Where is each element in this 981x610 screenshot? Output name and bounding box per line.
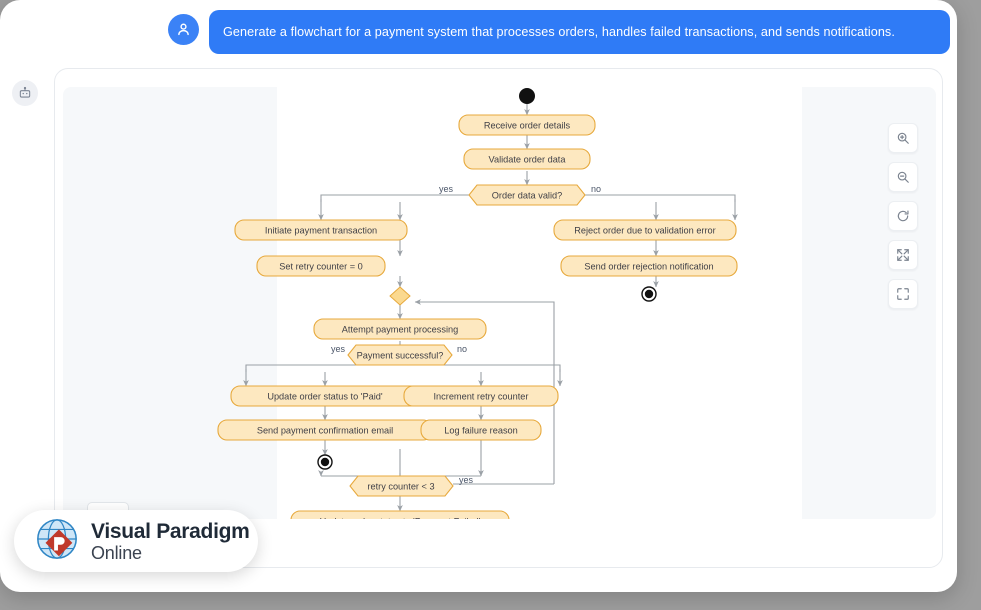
decision-order-data-valid: Order data valid? [468,184,586,206]
node-label: Log failure reason [444,426,518,436]
node-label: Send order rejection notification [584,262,713,272]
decision-nodes: Order data valid? Payment successful? re… [347,184,586,497]
edge-label-yes: yes [459,475,474,485]
node-reject-order-validation-error: Reject order due to validation error [553,219,737,241]
node-label: Order data valid? [492,191,562,201]
final-node-success [317,454,333,470]
node-receive-order-details: Receive order details [458,114,596,136]
edge-label-no: no [457,344,467,354]
decision-payment-successful: Payment successful? [347,344,453,366]
flow-edges [322,101,659,512]
prompt-text: Generate a flowchart for a payment syste… [223,24,895,39]
node-initiate-payment-transaction: Initiate payment transaction [234,219,408,241]
node-label: Update order status to 'Payment Failed' [320,517,481,520]
zoom-in-icon[interactable] [888,123,918,153]
reset-icon[interactable] [888,201,918,231]
edge-label-yes: yes [439,184,454,194]
branding-line-1: Visual Paradigm [91,519,250,543]
node-label: Validate order data [489,155,567,165]
node-validate-order-data: Validate order data [463,148,591,170]
node-label: Initiate payment transaction [265,226,377,236]
node-send-payment-confirmation-email: Send payment confirmation email [217,419,433,441]
edge-label-no: no [591,184,601,194]
diagram-panel: Receive order details Validate order dat… [54,68,943,568]
node-label: retry counter < 3 [367,482,434,492]
prompt-row: Generate a flowchart for a payment syste… [168,10,950,58]
node-label: Increment retry counter [434,392,529,402]
final-node-rejected [641,286,657,302]
action-nodes: Receive order details Validate order dat… [217,114,738,520]
node-label: Update order status to 'Paid' [267,392,383,402]
flowchart-svg: Receive order details Validate order dat… [217,88,738,520]
branding-logo: Visual Paradigm Online [14,510,258,572]
node-update-order-status-paid: Update order status to 'Paid' [230,385,420,407]
fullscreen-icon[interactable] [888,279,918,309]
edge-label-yes: yes [331,344,346,354]
node-label: Reject order due to validation error [574,226,715,236]
flow-edge-tips [243,199,738,488]
zoom-out-icon[interactable] [888,162,918,192]
diagram-canvas[interactable]: Receive order details Validate order dat… [63,87,936,519]
prompt-bubble: Generate a flowchart for a payment syste… [209,10,950,54]
node-log-failure-reason: Log failure reason [420,419,542,441]
node-increment-retry-counter: Increment retry counter [403,385,559,407]
node-label: Attempt payment processing [342,325,458,335]
node-update-order-status-payment-failed: Update order status to 'Payment Failed' [290,510,510,520]
robot-icon [12,80,38,106]
node-label: Receive order details [484,121,571,131]
vp-globe-icon [34,516,80,567]
initial-node [519,88,535,104]
node-send-order-rejection-notification: Send order rejection notification [560,255,738,277]
canvas-toolbar [888,123,918,309]
branding-line-2: Online [91,542,142,563]
decision-retry-counter-lt-3: retry counter < 3 [349,475,454,497]
node-attempt-payment-processing: Attempt payment processing [313,318,487,340]
node-label: Set retry counter = 0 [279,262,363,272]
app-window: Generate a flowchart for a payment syste… [0,0,957,592]
node-label: Send payment confirmation email [257,426,393,436]
merge-node [389,286,411,306]
user-avatar-icon [168,14,199,45]
node-set-retry-counter: Set retry counter = 0 [256,255,386,277]
node-label: Payment successful? [357,351,444,361]
edge-labels: yes no yes no yes [331,184,601,485]
fit-screen-icon[interactable] [888,240,918,270]
